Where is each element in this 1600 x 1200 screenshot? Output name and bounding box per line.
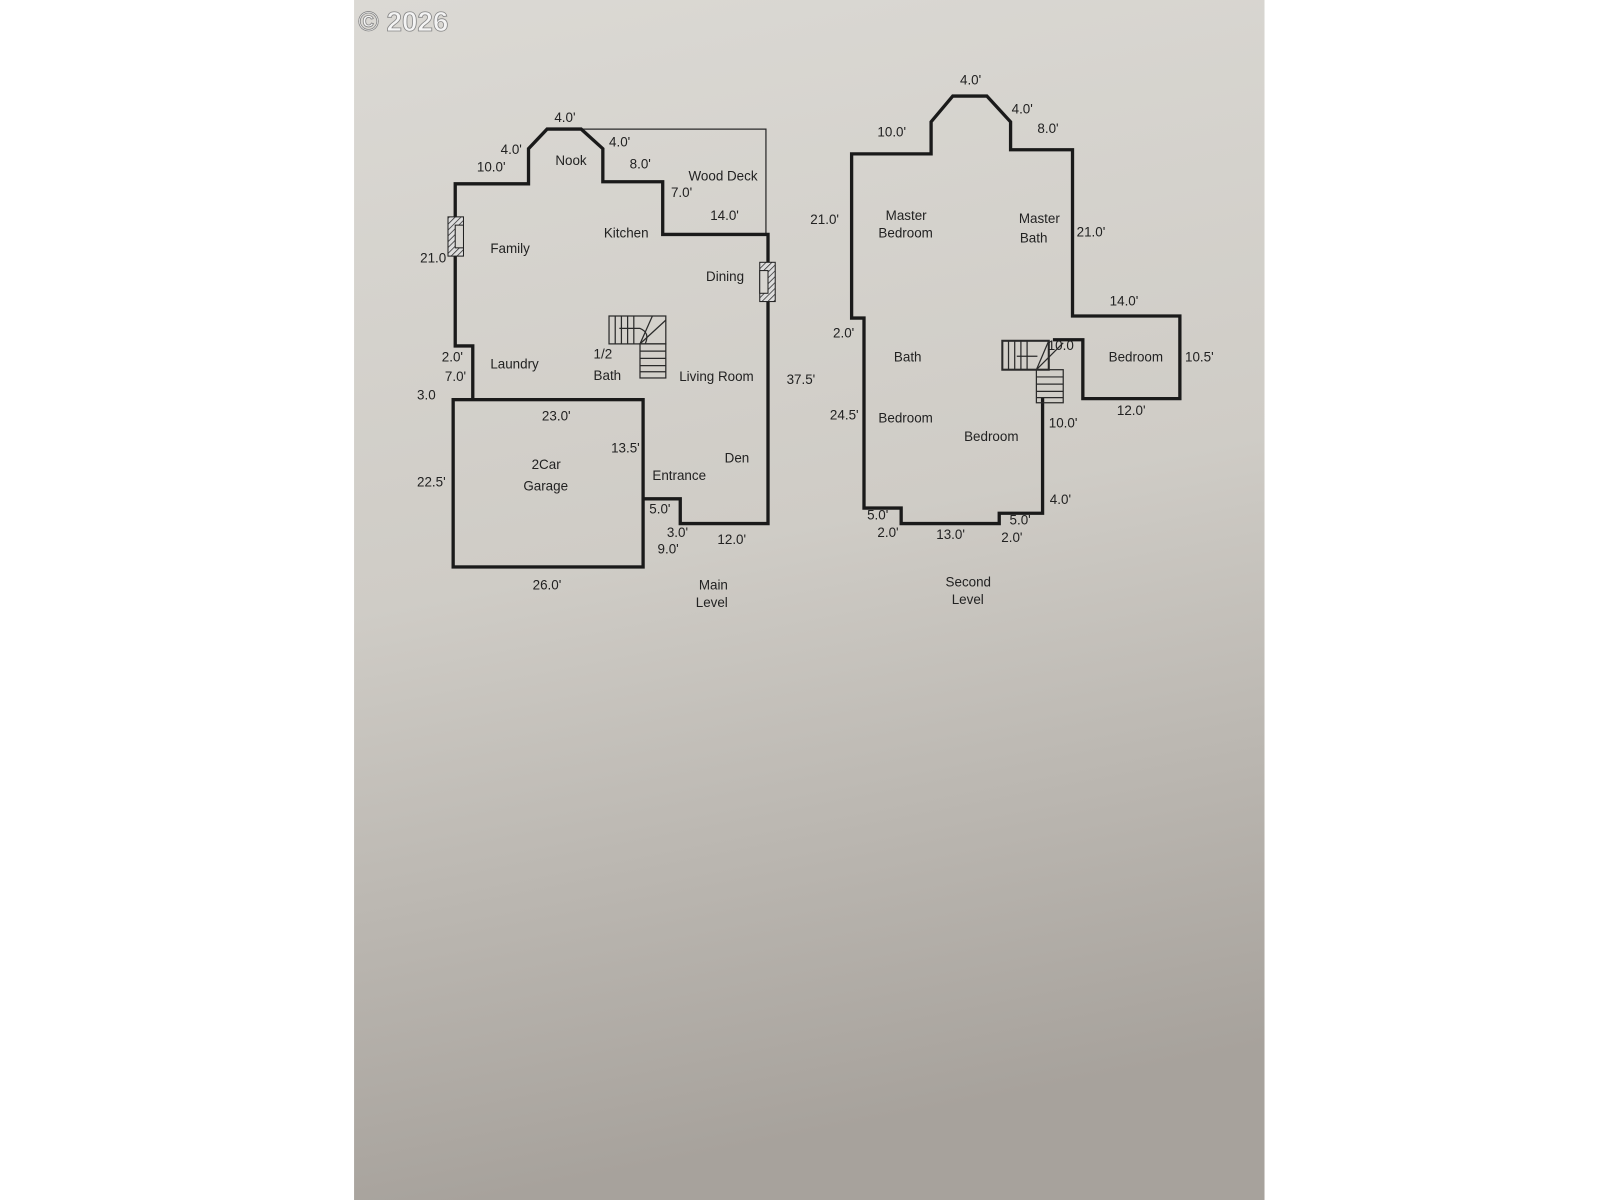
dimension-label: 4.0' <box>554 110 575 125</box>
dimension-label: 21.0' <box>810 212 839 227</box>
dimension-label: 4.0' <box>960 73 981 88</box>
room-label: Master <box>1019 211 1060 226</box>
dimension-label: 2.0' <box>1001 530 1022 545</box>
dimension-label: 14.0' <box>710 208 739 223</box>
dimension-label: 13.5' <box>611 440 640 455</box>
second-level-plan <box>849 94 1182 526</box>
room-label: Living Room <box>679 369 753 384</box>
dimension-label: 12.0' <box>1117 403 1146 418</box>
dimension-label: 10.0' <box>1049 416 1078 431</box>
dimension-label: 10.5' <box>1185 349 1214 364</box>
dimension-label: 2.0' <box>833 326 854 341</box>
level-caption: Level <box>952 592 984 607</box>
room-label: Bath <box>594 368 622 383</box>
dimension-label: 2.0' <box>442 349 463 364</box>
fireplace-icon <box>759 261 776 303</box>
room-label: Entrance <box>652 468 706 483</box>
room-label: Nook <box>555 153 587 168</box>
dimension-label: 9.0' <box>658 542 679 557</box>
second-level-walls <box>849 94 1182 526</box>
wood-deck-outline <box>581 128 767 235</box>
room-label: Bedroom <box>878 226 932 241</box>
stairs-icon <box>608 315 667 379</box>
dimension-label: 22.5' <box>417 474 446 489</box>
room-label: Den <box>725 451 750 466</box>
level-caption: Second <box>946 575 991 590</box>
dimension-label: 24.5' <box>830 407 859 422</box>
dimension-label: 10.0 <box>1048 338 1074 353</box>
dimension-label: 12.0' <box>717 532 746 547</box>
room-label: 2Car <box>532 457 562 472</box>
dimension-label: 37.5' <box>787 372 816 387</box>
room-label: Bedroom <box>1109 349 1163 364</box>
room-label: Bath <box>894 349 922 364</box>
room-label: Family <box>490 241 530 256</box>
dimension-label: 3.0 <box>417 388 436 403</box>
dimension-label: 4.0' <box>609 135 630 150</box>
dimension-label: 26.0' <box>533 578 562 593</box>
room-label: Master <box>886 208 927 223</box>
dimension-label: 8.0' <box>630 156 651 171</box>
dimension-label: 8.0' <box>1037 121 1058 136</box>
room-label: Bedroom <box>964 429 1018 444</box>
room-label: Bedroom <box>878 410 932 425</box>
dimension-label: 13.0' <box>936 527 965 542</box>
dimension-label: 7.0' <box>445 369 466 384</box>
dimension-label: 10.0' <box>877 124 906 139</box>
dimension-label: 5.0' <box>1010 513 1031 528</box>
dimension-label: 3.0' <box>667 525 688 540</box>
room-label: Garage <box>523 479 568 494</box>
level-caption: Main <box>699 578 728 593</box>
room-label: Kitchen <box>604 226 649 241</box>
stairs-icon <box>1001 339 1064 404</box>
paper-sheet <box>354 0 1265 1200</box>
dimension-label: 5.0' <box>649 501 670 516</box>
garage-walls <box>451 398 645 569</box>
dimension-label: 2.0' <box>877 525 898 540</box>
dimension-label: 7.0' <box>671 185 692 200</box>
dimension-label: 4.0' <box>1050 492 1071 507</box>
room-label: Wood Deck <box>689 169 758 184</box>
dimension-label: 4.0' <box>501 142 522 157</box>
copyright-watermark: © 2026 <box>358 6 448 37</box>
level-caption: Level <box>696 595 728 610</box>
dimension-label: 5.0' <box>867 507 888 522</box>
room-label: Dining <box>706 269 744 284</box>
dimension-label: 21.0' <box>1077 224 1106 239</box>
main-level-plan <box>447 127 776 569</box>
room-label: 1/2 <box>594 346 613 361</box>
dimension-label: 4.0' <box>1012 102 1033 117</box>
fireplace-icon <box>447 216 464 257</box>
dimension-label: 14.0' <box>1110 294 1139 309</box>
dimension-label: 21.0 <box>420 250 446 265</box>
dimension-label: 10.0' <box>477 159 506 174</box>
room-label: Laundry <box>490 357 539 372</box>
room-label: Bath <box>1020 231 1048 246</box>
dimension-label: 23.0' <box>542 408 571 423</box>
